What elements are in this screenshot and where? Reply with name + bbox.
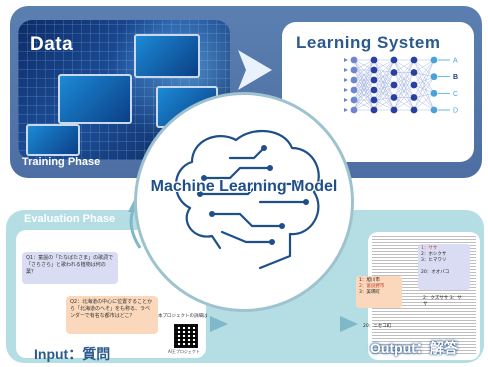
monitor-icon — [58, 74, 132, 124]
output-label: C — [453, 91, 458, 98]
answer-list-orange: 1：旭川市 2：富良野市 3：美瑛町 — [356, 276, 402, 308]
answer-list-lower: 2：クズササ 3：ササ — [420, 294, 468, 307]
answer-item: 3：美瑛町 — [359, 290, 380, 295]
monitor-icon — [26, 124, 80, 156]
model-title: Machine Learning Model — [150, 178, 338, 195]
nn-node — [410, 106, 418, 114]
answer-list-purple: 1：ササ 2：ホシクサ 3：ヒマワリ 20：オオバコ — [418, 244, 470, 290]
answer-item: 1：旭川市 — [359, 278, 380, 283]
nn-node — [410, 69, 418, 76]
input-arrow-icon — [344, 68, 348, 72]
nn-node — [430, 106, 438, 114]
output-title: Output：解答 — [370, 340, 458, 356]
nn-node — [370, 106, 378, 114]
neural-network-diagram: A B C D — [344, 56, 458, 115]
input-arrow-icon — [344, 98, 348, 102]
training-phase-label: Training Phase — [22, 156, 101, 168]
data-title: Data — [30, 34, 74, 55]
input-arrow-icon — [344, 88, 348, 92]
nn-node — [370, 66, 378, 74]
nn-node — [350, 56, 358, 64]
input-arrow-icon — [344, 78, 348, 82]
nn-node — [390, 81, 398, 89]
answer-item: 2：ホシクサ — [421, 252, 447, 257]
nn-node — [370, 86, 378, 94]
question-1: Q1：童謡の「たなばたさま」の歌詞で「さらさら」と歌われる植物は何の葉？ — [22, 252, 118, 284]
answer-item: 2：クズササ — [423, 296, 449, 301]
nn-node — [410, 94, 418, 101]
nn-node — [370, 76, 378, 84]
question-2: Q2：北海道の中心に位置することから「北海道のへそ」をも称る、ラベンダーで有名な… — [66, 296, 158, 334]
nn-node — [430, 89, 438, 97]
arrow-right-icon — [210, 316, 228, 332]
project-details-label: 本プロジェクトの詳細は — [158, 314, 208, 319]
answer-item-bottom: 20：ニセコ町 — [363, 324, 392, 329]
nn-node — [350, 86, 358, 94]
output-label: B — [453, 74, 458, 81]
arrow-right-icon — [340, 316, 358, 332]
answer-item: 20：オオバコ — [421, 270, 450, 275]
nn-node — [350, 66, 358, 74]
learning-system-title: Learning System — [296, 33, 441, 52]
input-title: Input：質問 — [34, 346, 111, 362]
project-name: AI王プロジェクト — [168, 349, 200, 354]
input-arrow-icon — [344, 58, 348, 62]
answer-item: 3：ヒマワリ — [421, 258, 447, 263]
nn-node — [390, 106, 398, 114]
nn-node — [430, 56, 438, 64]
output-label: D — [453, 108, 458, 115]
answer-item: 1：ササ — [421, 246, 438, 251]
nn-node — [390, 69, 398, 76]
nn-node — [350, 106, 358, 114]
monitor-icon — [134, 34, 200, 78]
nn-node — [370, 56, 378, 64]
nn-node — [390, 94, 398, 101]
nn-node — [350, 76, 358, 84]
data-image — [18, 20, 230, 160]
brain-circuit-icon — [174, 129, 320, 270]
nn-node — [390, 56, 398, 64]
answer-item: 3：ササ — [423, 296, 462, 307]
nn-node — [350, 96, 358, 104]
qr-code-icon — [174, 324, 198, 348]
nn-node — [410, 81, 418, 89]
input-arrow-icon — [344, 108, 348, 112]
evaluation-phase-label: Evaluation Phase — [24, 213, 116, 225]
arrow-right-icon — [238, 50, 272, 90]
output-label: A — [453, 58, 458, 65]
arrow-head-icon — [344, 122, 360, 140]
nn-node — [370, 96, 378, 104]
answer-item: 2：富良野市 — [359, 284, 385, 289]
nn-node — [410, 56, 418, 64]
nn-node — [430, 73, 438, 81]
